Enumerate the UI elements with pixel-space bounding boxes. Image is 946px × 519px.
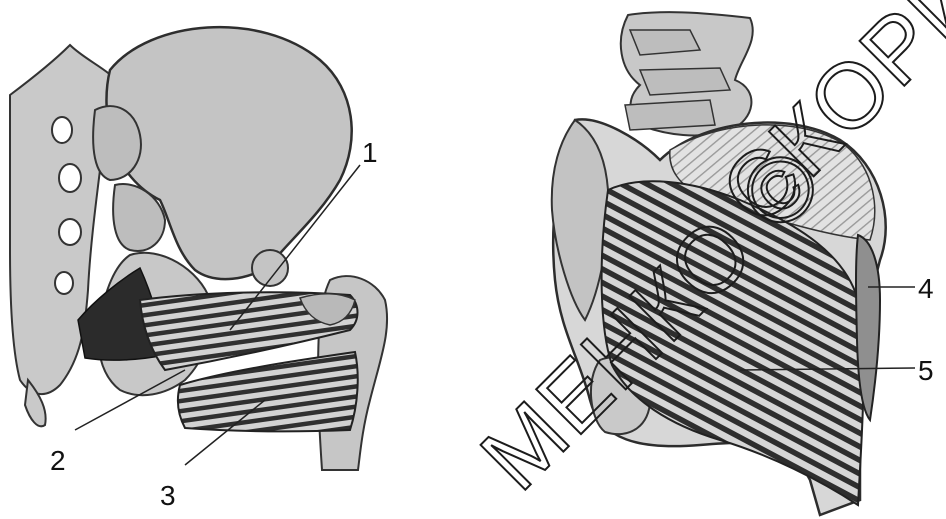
sacral-foramen <box>55 272 73 294</box>
left-pelvis-figure <box>10 27 387 470</box>
sacral-foramen <box>59 164 81 192</box>
muscle-lower-band <box>178 352 358 431</box>
femoral-head <box>252 250 288 286</box>
vertebra-process <box>640 68 730 95</box>
vertebra-process <box>630 30 700 55</box>
vertebra-process <box>625 100 715 130</box>
label-1: 1 <box>362 137 378 168</box>
label-5: 5 <box>918 355 934 386</box>
label-3: 3 <box>160 480 176 511</box>
label-4: 4 <box>918 273 934 304</box>
sacral-foramen <box>59 219 81 245</box>
sacral-foramen <box>52 117 72 143</box>
label-2: 2 <box>50 445 66 476</box>
